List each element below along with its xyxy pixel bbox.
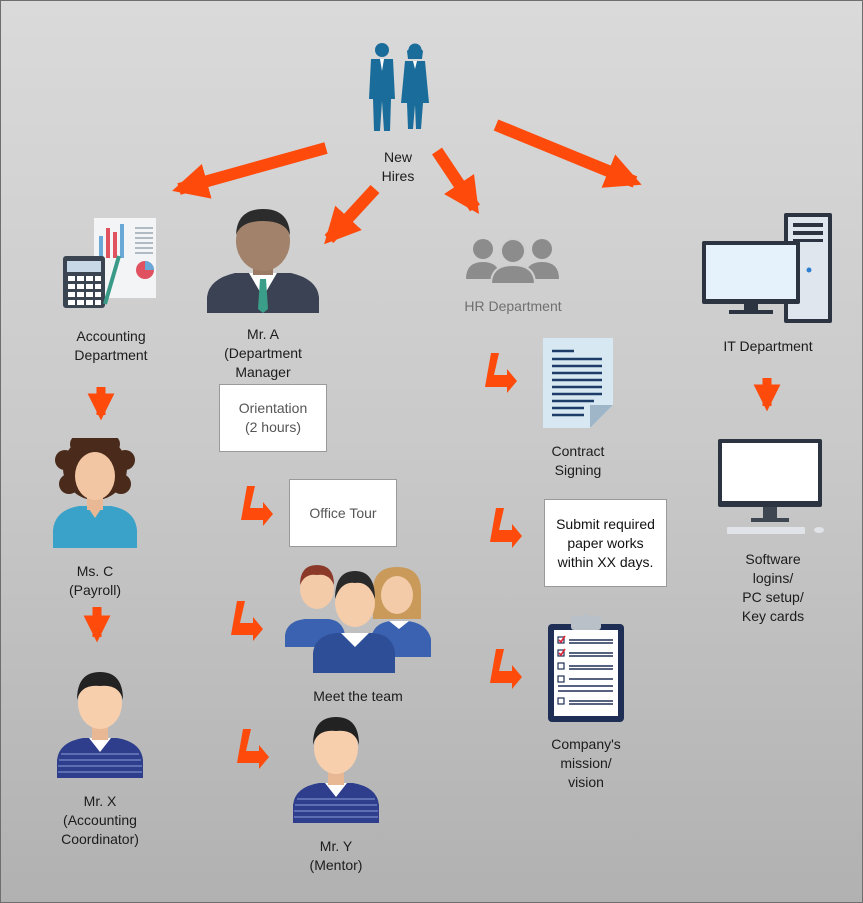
zigzag-arrow-contract [490,508,522,548]
new-hires-label: New Hires [381,149,415,184]
zigzag-arrow-submit [490,649,522,689]
arrow-to-it [493,119,642,188]
woman-avatar-icon [53,438,137,548]
mr-x-label: Mr. X (Accounting Coordinator) [61,793,139,847]
desktop-computer-icon [702,213,832,323]
hr-label: HR Department [464,298,562,314]
zigzag-arrow-orientation [241,486,273,526]
mr-y-label: Mr. Y (Mentor) [309,838,363,873]
calculator-report-icon [63,218,156,308]
zigzag-arrow-meet-team [237,729,269,769]
orientation-box: Orientation (2 hours) [219,384,327,452]
software-label: Software logins/ PC setup/ Key cards [741,551,805,624]
it-label: IT Department [723,338,813,354]
manager-avatar-icon [207,209,319,313]
contract-label: Contract Signing [551,443,605,478]
mr-a-label: Mr. A (Department Manager [224,326,302,380]
zigzag-arrow-hr [485,353,517,393]
people-group-icon [466,238,559,284]
contract-document-icon [543,338,613,428]
mentor-avatar-icon [293,717,379,823]
man-avatar-icon [57,672,143,778]
mission-label: Company's mission/ vision [551,736,621,790]
clipboard-checklist-icon [548,614,624,722]
accounting-label: Accounting Department [74,328,148,363]
business-people-icon [369,43,429,131]
monitor-keyboard-icon [718,439,824,534]
zigzag-arrow-office-tour [231,601,263,641]
ms-c-label: Ms. C (Payroll) [68,563,122,598]
office-tour-box: Office Tour [289,479,397,547]
team-group-icon [285,565,431,673]
submit-paperwork-box: Submit required paper works within XX da… [544,499,667,587]
arrow-to-mr-a [324,184,380,245]
arrow-to-accounting [172,142,328,199]
arrow-to-hr [432,147,480,214]
meet-team-label: Meet the team [313,688,403,704]
